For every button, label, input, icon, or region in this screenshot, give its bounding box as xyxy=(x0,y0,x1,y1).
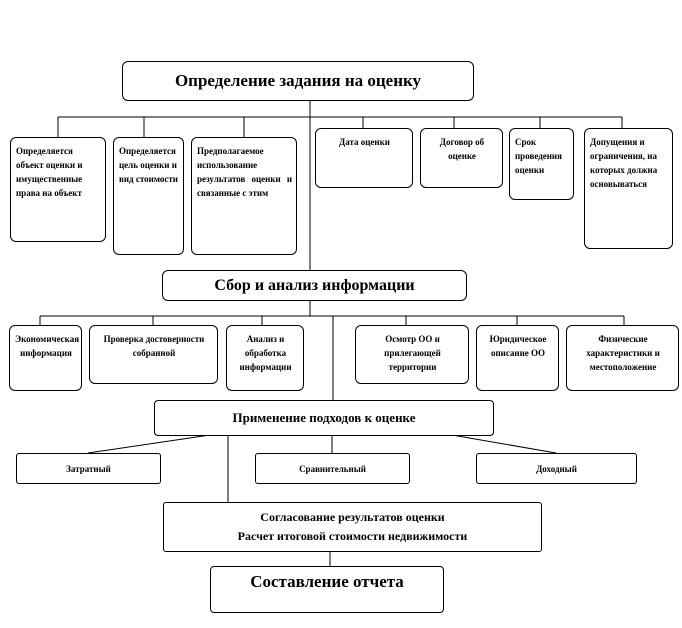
reliability-check-box: Проверка достоверности собранной xyxy=(89,325,218,384)
approaches-title: Применение подходов к оценке xyxy=(232,410,416,425)
intended-use-box: Предполагаемое использование результатов… xyxy=(191,137,297,255)
collect-analysis-box: Сбор и анализ информации xyxy=(162,270,467,301)
contract-box: Договор об оценке xyxy=(420,128,503,188)
reconcile-line1: Согласование результатов оценки xyxy=(260,510,445,524)
collect-analysis-title: Сбор и анализ информации xyxy=(214,276,415,294)
object-rights-text: Определяется объект оценки и имущественн… xyxy=(16,146,83,198)
comparative-approach-box: Сравнительный xyxy=(255,453,410,484)
inspection-box: Осмотр ОО и прилегающей территории xyxy=(355,325,469,384)
inspection-text: Осмотр ОО и прилегающей территории xyxy=(384,334,441,372)
economic-info-box: Экономическая информация xyxy=(9,325,82,391)
object-rights-box: Определяется объект оценки и имущественн… xyxy=(10,137,106,242)
income-approach-text: Доходный xyxy=(536,463,577,474)
legal-description-box: Юридическое описание ОО xyxy=(476,325,559,391)
cost-approach-box: Затратный xyxy=(16,453,161,484)
comparative-approach-text: Сравнительный xyxy=(299,463,366,474)
economic-info-text: Экономическая информация xyxy=(15,334,80,358)
physical-characteristics-text: Физические характеристики и местоположен… xyxy=(586,334,660,372)
valuation-date-box: Дата оценки xyxy=(315,128,413,188)
report-title: Составление отчета xyxy=(250,572,404,591)
purpose-value-box: Определяется цель оценки и вид стоимости xyxy=(113,137,184,255)
legal-description-text: Юридическое описание ОО xyxy=(489,334,547,358)
reliability-check-text: Проверка достоверности собранной xyxy=(103,334,205,358)
assumptions-box: Допущения и ограничения, на которых долж… xyxy=(584,128,673,249)
report-box: Составление отчета xyxy=(210,566,444,613)
task-definition-title: Определение задания на оценку xyxy=(174,71,422,90)
cost-approach-text: Затратный xyxy=(66,463,111,474)
assumptions-text: Допущения и ограничения, на которых долж… xyxy=(590,137,658,189)
income-approach-box: Доходный xyxy=(476,453,637,484)
reconcile-box: Согласование результатов оценки Расчет и… xyxy=(163,502,542,552)
physical-characteristics-box: Физические характеристики и местоположен… xyxy=(566,325,679,391)
valuation-date-text: Дата оценки xyxy=(339,137,390,147)
term-text: Срок проведения оценки xyxy=(515,137,562,175)
intended-use-text: Предполагаемое использование результатов… xyxy=(197,146,292,198)
contract-text: Договор об оценке xyxy=(439,137,485,161)
reconcile-line2: Расчет итоговой стоимости недвижимости xyxy=(237,529,468,543)
approaches-box: Применение подходов к оценке xyxy=(154,400,494,436)
analysis-processing-text: Анализ и обработка информации xyxy=(239,334,292,372)
analysis-processing-box: Анализ и обработка информации xyxy=(226,325,304,391)
task-definition-box: Определение задания на оценку xyxy=(122,61,474,101)
purpose-value-text: Определяется цель оценки и вид стоимости xyxy=(119,146,178,184)
term-box: Срок проведения оценки xyxy=(509,128,574,200)
